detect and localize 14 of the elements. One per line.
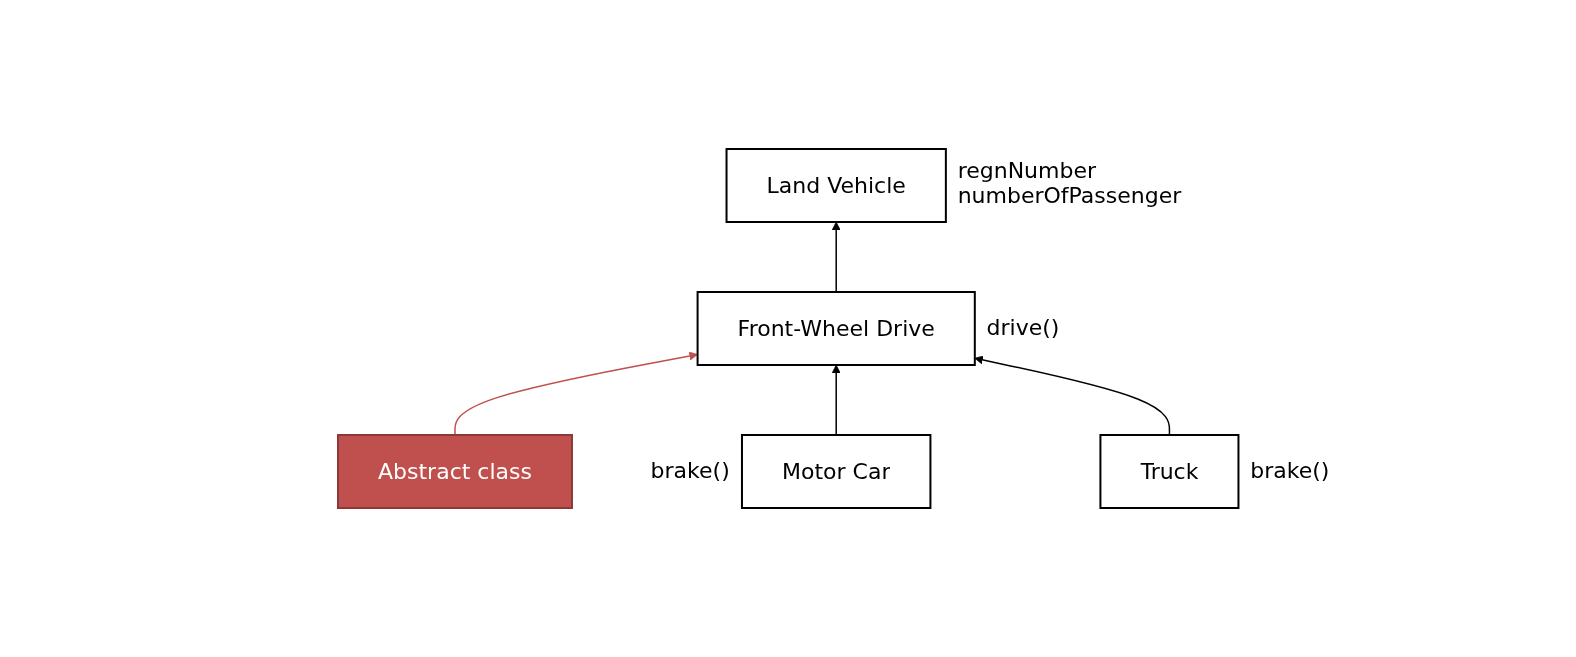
attribute-label: numberOfPassenger	[957, 182, 1182, 208]
attribute-label: brake()	[650, 457, 730, 483]
node-box: Land Vehicle	[725, 148, 947, 223]
node-box: Abstract class	[336, 434, 573, 509]
attribute-label: drive()	[986, 314, 1060, 340]
arrow	[454, 351, 698, 436]
arrow	[831, 221, 841, 293]
arrow	[831, 364, 841, 436]
node-box: Truck	[1099, 434, 1240, 509]
attribute-label: regnNumber	[957, 157, 1097, 183]
arrow	[974, 355, 1170, 436]
node-box: Motor Car	[740, 434, 932, 509]
attribute-label: brake()	[1250, 457, 1330, 483]
node-box: Front-Wheel Drive	[696, 291, 976, 366]
